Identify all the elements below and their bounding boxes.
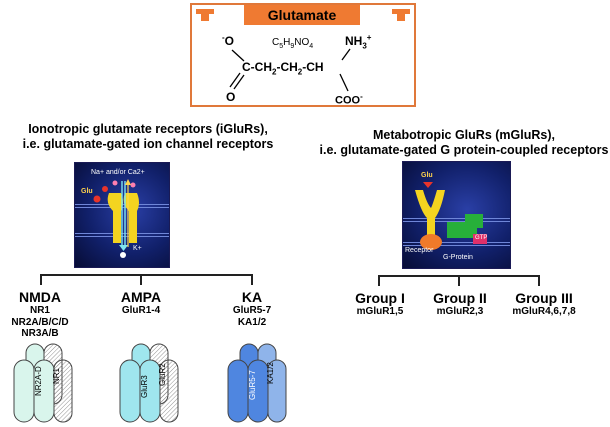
channel-label: GluR5-7 <box>248 370 257 400</box>
tree-drop-group-iii <box>538 275 540 286</box>
glutamate-structure-box: Glutamate C5H9NO4 -O NH3+ C-CH2-CH2-CH O… <box>190 3 416 107</box>
tree-drop-ampa <box>140 274 142 285</box>
ampa-channel <box>119 343 179 423</box>
ion-channel-illustration: Na+ and/or Ca2+ Glu K+ <box>74 162 170 268</box>
molecular-formula: C5H9NO4 <box>272 37 314 50</box>
tree-drop-group-ii <box>458 275 460 286</box>
gprotein-label: G-Protein <box>443 254 473 261</box>
subunit-line: NR1 <box>29 305 50 316</box>
right-flag-icon <box>392 9 410 21</box>
subunit-line: KA1/2 <box>237 316 267 328</box>
channel-label: NR1 <box>52 367 61 384</box>
tree-drop-group-i <box>378 275 380 286</box>
glu-label: Glu <box>81 188 93 195</box>
group-name: AMPA <box>120 289 162 305</box>
subunit-line: mGluR4,6,7,8 <box>512 306 576 317</box>
group-ii: Group II mGluR2,3 <box>422 290 498 318</box>
gtp-label: GTP <box>475 235 488 241</box>
nmda-channel <box>13 343 73 423</box>
k-label: K+ <box>133 245 142 252</box>
ka-channel <box>227 343 287 423</box>
carbonyl-oxygen: O <box>226 90 236 104</box>
group-ampa: AMPA GluR1-4 <box>100 289 182 317</box>
left-flag-icon <box>196 9 214 21</box>
glutamate-title: Glutamate <box>244 5 360 25</box>
ion-channel-graphic <box>93 179 139 258</box>
bond-lines <box>229 48 351 92</box>
group-name: KA <box>241 289 263 305</box>
channel-label: GluR3 <box>140 375 149 398</box>
subunit-line: mGluR1,5 <box>356 306 404 317</box>
ionotropic-title: Ionotropic glutamate receptors (iGluRs),… <box>22 122 274 151</box>
channel-label: KA1/2 <box>266 362 275 384</box>
group-iii: Group III mGluR4,6,7,8 <box>502 290 586 318</box>
tree-drop-ka <box>251 274 253 285</box>
group-name: Group II <box>433 290 487 306</box>
subunit-line: NR3A/B <box>21 328 59 339</box>
gpcr-graphic <box>415 182 487 250</box>
glu-label: Glu <box>421 172 433 179</box>
receptor-label: Receptor <box>405 247 434 254</box>
channel-label: GluR2 <box>158 363 167 386</box>
carbon-chain: C-CH2-CH2-CH <box>242 60 324 77</box>
subunit-line: GluR1-4 <box>121 305 161 316</box>
group-name: Group III <box>515 290 573 306</box>
subunit-line: NR2A/B/C/D <box>11 316 69 328</box>
carboxyl-group: COO- <box>335 92 363 107</box>
group-i: Group I mGluR1,5 <box>342 290 418 318</box>
tree-drop-nmda <box>40 274 42 285</box>
ionotropic-tree-bar <box>40 274 253 276</box>
metabotropic-title: Metabotropic GluRs (mGluRs), i.e. glutam… <box>319 128 609 157</box>
ion-label: Na+ and/or Ca2+ <box>91 169 145 176</box>
group-name: NMDA <box>19 289 61 305</box>
amino-group: NH3+ <box>345 33 372 51</box>
group-name: Group I <box>355 290 405 306</box>
subunit-line: mGluR2,3 <box>436 306 484 317</box>
gpcr-illustration: Glu Receptor GTP G-Protein <box>402 161 511 269</box>
group-ka: KA GluR5-7 KA1/2 <box>212 289 292 328</box>
channel-label: NR2A-D <box>34 366 43 396</box>
carboxylate-oxygen: -O <box>222 33 235 48</box>
subunit-line: GluR5-7 <box>232 305 272 316</box>
group-nmda: NMDA NR1 NR2A/B/C/D NR3A/B <box>0 289 80 340</box>
channel-cylinders <box>13 343 287 423</box>
